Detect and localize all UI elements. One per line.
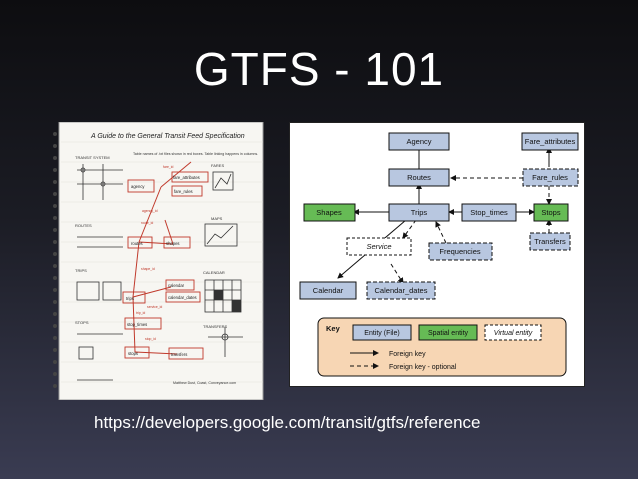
node-stop-times: Stop_times xyxy=(470,208,508,217)
sketch-label-transit: TRANSIT SYSTEM xyxy=(75,155,110,160)
node-stops: Stops xyxy=(541,208,560,217)
sketch-label-calendar: CALENDAR xyxy=(203,270,225,275)
sketch-box-fare-rules: fare_rules xyxy=(174,189,193,194)
node-routes: Routes xyxy=(407,173,431,182)
sketch-box-fare-attributes: fare_attributes xyxy=(173,175,200,180)
node-trips: Trips xyxy=(411,208,428,217)
sketch-label-transfers: TRANSFERS xyxy=(203,324,228,329)
node-fare-attributes: Fare_attributes xyxy=(525,137,576,146)
sketch-box-calendar-dates: calendar_dates xyxy=(168,295,197,300)
sketch-box-trips: trips xyxy=(126,296,134,301)
sketch-box-stop-times: stop_times xyxy=(127,322,147,327)
sketch-link-trip-id: trip_id xyxy=(136,311,145,315)
key-spatial-entity: Spatial entity xyxy=(428,330,469,337)
edge-trips-service xyxy=(402,219,417,239)
node-calendar: Calendar xyxy=(313,286,344,295)
sketch-link-service-id: service_id xyxy=(147,305,162,309)
key-foreign-key: Foreign key xyxy=(389,351,426,358)
sketch-heading: A Guide to the General Transit Feed Spec… xyxy=(90,133,245,140)
sketch-link-route-id: route_id xyxy=(141,221,153,225)
gtfs-diagram: Agency Fare_attributes Routes Fare_rules… xyxy=(289,122,585,387)
key-foreign-key-optional: Foreign key - optional xyxy=(389,364,457,371)
sketch-link-stop-id: stop_id xyxy=(145,337,156,341)
sketch-link-shape-id: shape_id xyxy=(141,267,155,271)
diagram-key: Key Entity (File) Spatial entity Virtual… xyxy=(317,317,567,377)
sketch-link-agency-id: agency_id xyxy=(142,209,158,213)
sketch-box-agency: agency xyxy=(131,184,145,189)
sketch-guide-image: A Guide to the General Transit Feed Spec… xyxy=(53,121,265,401)
sketch-box-transfers: transfers xyxy=(171,352,187,357)
node-fare-rules: Fare_rules xyxy=(532,173,568,182)
sketch-link-fare-id: fare_id xyxy=(163,165,173,169)
sketch-subheading: Table names of .txt files shown in red b… xyxy=(133,152,258,156)
node-frequencies: Frequencies xyxy=(439,247,481,256)
reference-url: https://developers.google.com/transit/gt… xyxy=(94,413,481,432)
sketch-box-shapes: shapes xyxy=(166,241,180,246)
edge-frequencies-trips xyxy=(435,221,447,244)
sketch-label-trips: TRIPS xyxy=(75,268,87,273)
node-service: Service xyxy=(366,242,391,251)
node-shapes: Shapes xyxy=(316,208,342,217)
sketch-label-stops: STOPS xyxy=(75,320,89,325)
sketch-label-fares: FARES xyxy=(211,163,224,168)
node-transfers: Transfers xyxy=(534,237,566,246)
node-calendar-dates: Calendar_dates xyxy=(375,286,428,295)
key-title: Key xyxy=(326,324,341,333)
key-entity-file: Entity (File) xyxy=(364,330,399,337)
sketch-label-routes: ROUTES xyxy=(75,223,92,228)
node-agency: Agency xyxy=(406,137,431,146)
sketch-label-maps: MAPS xyxy=(211,216,223,221)
edge-calendardates-service xyxy=(390,263,404,284)
key-virtual-entity: Virtual entity xyxy=(494,330,533,337)
sketch-signature: Matthew Dust, Coast, Conveyance.com xyxy=(173,381,236,385)
sketch-box-stops: stops xyxy=(128,351,138,356)
sketch-box-routes: routes xyxy=(131,241,143,246)
sketch-box-calendar: calendar xyxy=(168,283,185,288)
slide-title: GTFS - 101 xyxy=(193,43,445,95)
